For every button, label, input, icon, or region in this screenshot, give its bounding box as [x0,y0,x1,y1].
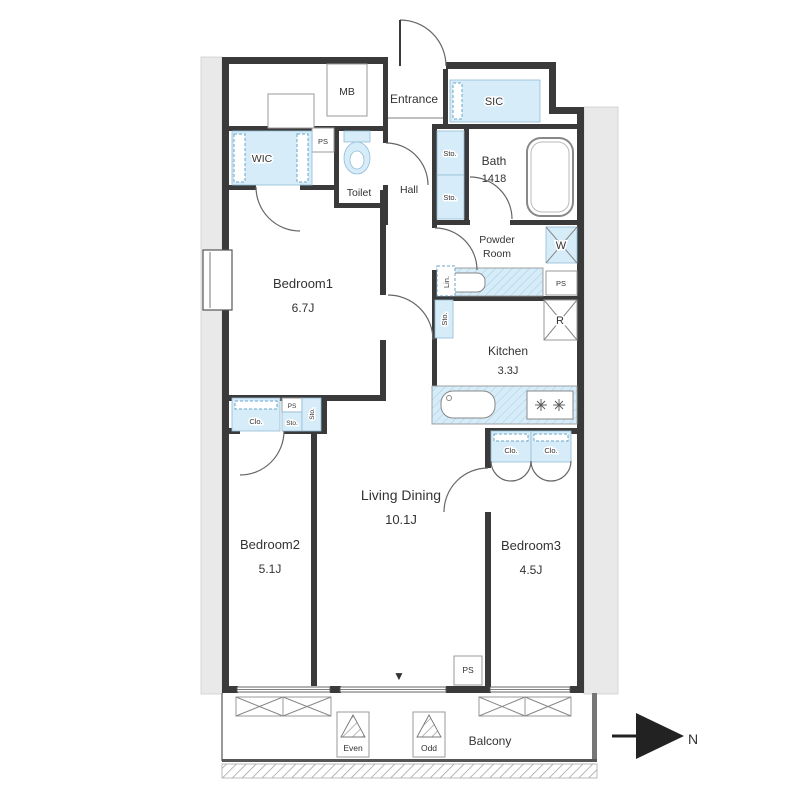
sic-label: SIC [485,96,503,108]
ps-label-top: PS [318,137,328,146]
living-size-label: 10.1J [385,512,417,527]
compass-arrow-icon [636,713,684,759]
hall: Hall [387,184,434,341]
even-hatch-label: Even [343,743,363,753]
stove-burner-icons [535,399,565,411]
living-label: Living Dining [361,487,441,503]
clo-label-b3a: Clo. [504,446,517,455]
bedroom2-label: Bedroom2 [240,537,300,552]
balcony: Even Odd Balcony [221,693,598,779]
toilet-label: Toilet [347,187,372,199]
appliance-column: W PS R [543,226,578,341]
ps-label-right: PS [556,279,566,288]
bedroom2: Bedroom2 5.1J [239,430,300,576]
clo-label-b2: Clo. [249,417,262,426]
ps-label-bottom: PS [462,665,474,675]
living-dining: Living Dining 10.1J [361,487,441,527]
compass-north-label: N [688,731,698,747]
bedroom3: Clo. Clo. Bedroom3 4.5J [443,430,572,577]
clo-label-b3b: Clo. [544,446,557,455]
bedroom1: Bedroom1 6.7J [202,249,333,315]
bedroom1-size-label: 6.7J [292,301,315,315]
fridge-label: R [556,315,564,327]
bath-label: Bath [482,154,507,168]
bath-size-label: 1418 [482,173,506,185]
mb-label: MB [339,86,355,98]
sto-label-2: Sto. [443,193,456,202]
bedroom1-label: Bedroom1 [273,276,333,291]
odd-hatch-label: Odd [421,743,437,753]
entry-pointer: ▼ [393,669,405,683]
linen-label: Lin. [442,276,451,288]
kitchen: Sto. Kitchen 3.3J [431,299,578,425]
bedroom2-closet-row: Clo. PS Sto. Sto. [231,397,322,432]
bottom-ps: PS ▼ [393,655,483,686]
kitchen-size-label: 3.3J [498,365,519,377]
hall-label: Hall [400,184,418,196]
balcony-label: Balcony [469,734,512,748]
bedroom2-size-label: 5.1J [259,562,282,576]
outer-structure [200,56,619,695]
compass: N [612,713,698,759]
entrance-label: Entrance [390,92,438,106]
sto-label-vertical-b2: Sto. [309,408,316,420]
sto-label-mid: Sto. [286,420,298,427]
ps-label-mid: PS [288,403,297,410]
sto-label-vertical-kitchen: Sto. [440,312,449,325]
meter-box: MB [326,63,368,117]
bedroom3-size-label: 4.5J [520,563,543,577]
hall-storage: Sto. Sto. [436,130,465,220]
sto-label-1: Sto. [443,149,456,158]
washer-label: W [556,240,567,252]
toilet-room: Toilet [343,130,429,199]
wic-label: WIC [252,153,273,165]
utility-top-left: PS [267,93,335,153]
powder-label-1: Powder [479,234,515,246]
entrance-area: Entrance [388,19,447,119]
walk-in-closet: WIC [231,130,313,232]
kitchen-label: Kitchen [488,344,528,358]
powder-room: Powder Room Lin. [434,227,544,297]
powder-label-2: Room [483,248,511,260]
shoe-in-closet: SIC [449,79,541,123]
bathroom: Bath 1418 [469,137,574,220]
balcony-windows [236,686,571,693]
bedroom3-label: Bedroom3 [501,538,561,553]
